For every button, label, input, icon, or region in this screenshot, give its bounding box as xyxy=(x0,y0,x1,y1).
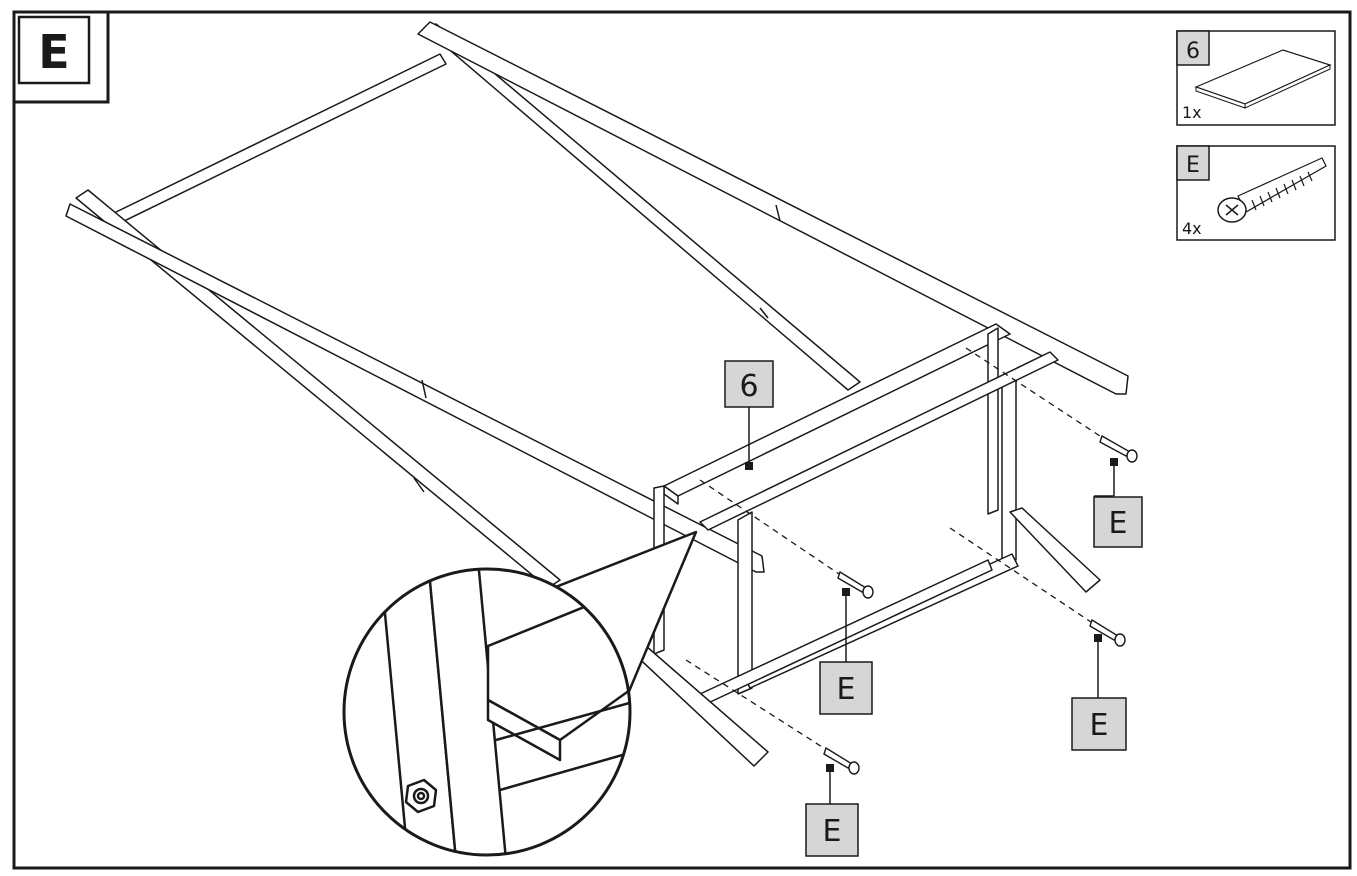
wood-screw-icon xyxy=(1217,157,1327,223)
part-qty-screw: 4x xyxy=(1182,219,1202,238)
table-frame xyxy=(65,21,1129,767)
back-cross-rail xyxy=(111,53,447,225)
side-rail-right xyxy=(417,21,1129,395)
screw-icon xyxy=(823,746,860,775)
board-panel-icon xyxy=(1194,49,1332,109)
step-label: E xyxy=(38,25,69,79)
diagonal-leg-front xyxy=(75,189,561,589)
panel-6 xyxy=(663,323,1011,497)
part-box-panel: 6 1x xyxy=(1176,30,1336,126)
foot-rail-right xyxy=(1009,507,1101,593)
callout-screw-2-label: E xyxy=(837,672,856,707)
callout-screw-4: E xyxy=(805,764,859,857)
callout-panel: 6 xyxy=(724,360,774,470)
part-box-screw: E 4x xyxy=(1176,145,1336,241)
step-badge: E xyxy=(12,10,110,104)
callout-screw-3: E xyxy=(1071,634,1127,751)
callout-screw-1: E xyxy=(1093,458,1143,548)
callout-panel-label: 6 xyxy=(739,369,758,404)
part-id-screw: E xyxy=(1186,153,1200,178)
screw-icon xyxy=(1099,434,1138,463)
callout-screw-4-label: E xyxy=(823,814,842,849)
callout-screw-3-label: E xyxy=(1090,708,1109,743)
leg-front-mid xyxy=(737,511,753,695)
apron-upper xyxy=(699,351,1059,531)
side-rail-left xyxy=(65,203,765,573)
part-qty-panel: 1x xyxy=(1182,103,1202,122)
callout-screw-2: E xyxy=(819,588,873,715)
bolt-nut-icon xyxy=(404,778,438,814)
screws xyxy=(823,434,1138,775)
screw-guides xyxy=(685,347,1107,753)
screw-icon xyxy=(1089,618,1126,647)
callout-screw-1-label: E xyxy=(1109,506,1128,541)
leg-back-right xyxy=(1001,377,1017,567)
detail-magnifier xyxy=(342,567,632,857)
step-frame xyxy=(12,10,1352,870)
screw-icon xyxy=(837,570,874,599)
part-id-panel: 6 xyxy=(1186,39,1200,64)
